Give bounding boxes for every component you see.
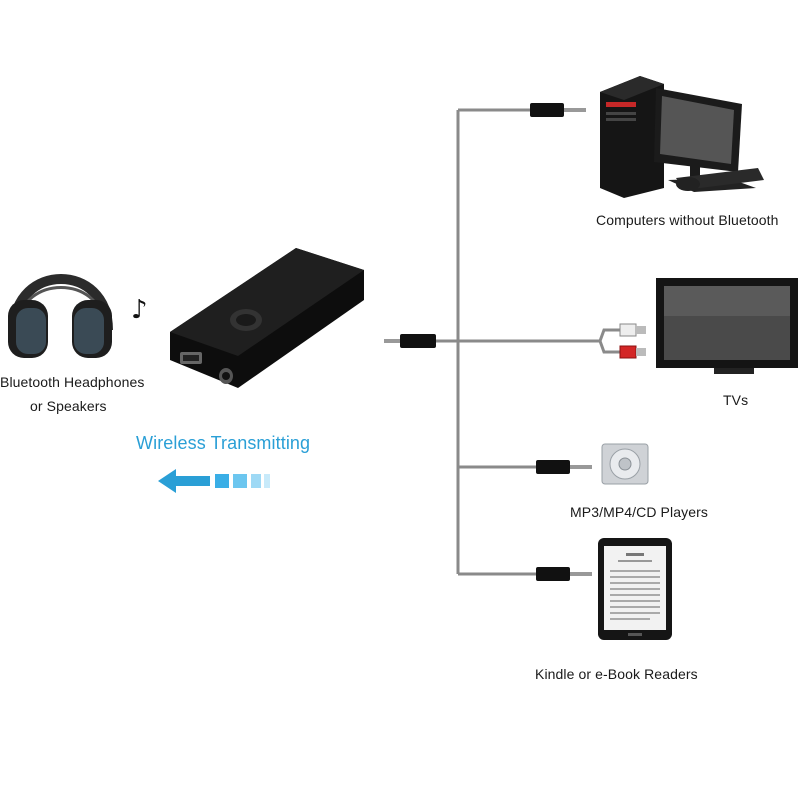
bluetooth-transmitter bbox=[170, 248, 364, 388]
headphones-icon bbox=[8, 274, 113, 358]
cable-network bbox=[436, 108, 620, 576]
wireless-arrow-icon bbox=[158, 469, 270, 493]
audio-jack-main bbox=[384, 334, 436, 348]
device-label-mp3: MP3/MP4/CD Players bbox=[570, 504, 708, 520]
audio-jack-mp3 bbox=[536, 460, 592, 474]
ebook-reader-icon bbox=[598, 538, 672, 640]
device-label-tvs: TVs bbox=[723, 392, 749, 408]
audio-jack-computer bbox=[530, 103, 586, 117]
device-label-kindle: Kindle or e-Book Readers bbox=[535, 666, 698, 682]
device-label-computers: Computers without Bluetooth bbox=[596, 212, 779, 228]
source-label-line2: or Speakers bbox=[30, 398, 107, 414]
wireless-transmitting-label: Wireless Transmitting bbox=[136, 433, 311, 453]
tv-icon bbox=[656, 278, 798, 374]
audio-jack-kindle bbox=[536, 567, 592, 581]
rca-connectors bbox=[619, 323, 646, 359]
music-note-icon: ♪ bbox=[131, 295, 148, 325]
mp3-player-icon bbox=[601, 443, 649, 485]
computer-icon bbox=[600, 76, 764, 198]
source-label-line1: Bluetooth Headphones bbox=[0, 374, 145, 390]
